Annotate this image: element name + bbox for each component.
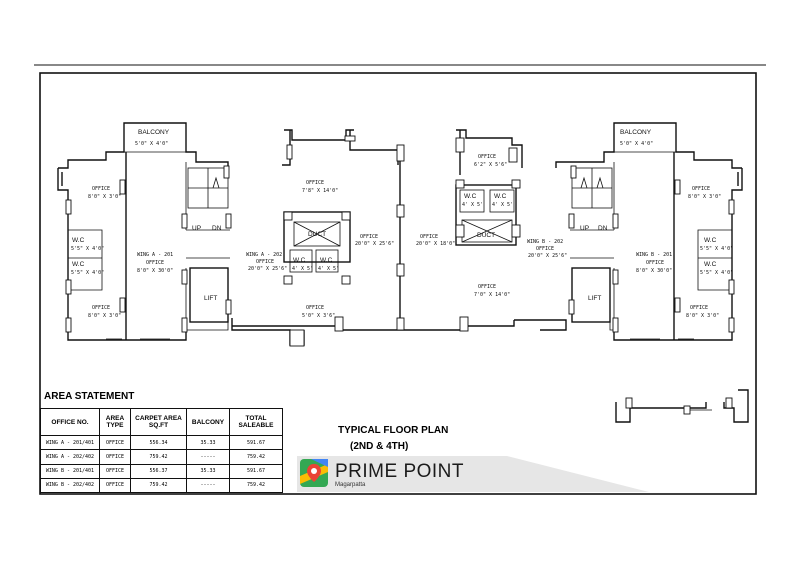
wing-b-202-label: WING B - 202: [527, 239, 563, 245]
svg-text:20'0" X 25'6": 20'0" X 25'6": [528, 253, 567, 259]
table-row: WING A - 202/402 OFFICE 759.42 ----- 759…: [40, 449, 283, 465]
area-statement-title: AREA STATEMENT: [44, 391, 135, 402]
svg-text:8'0" X 3'0": 8'0" X 3'0": [88, 313, 121, 319]
balcony-left-label: BALCONY: [138, 129, 170, 136]
wing-b-201-label: WING B - 201: [636, 252, 672, 258]
svg-text:8'0" X 30'0": 8'0" X 30'0": [636, 268, 672, 274]
svg-text:OFFICE: OFFICE: [420, 234, 438, 240]
lift-right-label: LIFT: [588, 295, 601, 302]
duct-right-label: DUCT: [477, 232, 495, 239]
brand-watermark: PRIME POINT Magarpatta: [297, 456, 649, 492]
svg-text:W.C: W.C: [464, 193, 477, 200]
svg-text:4' X 5': 4' X 5': [492, 202, 513, 208]
table-row: WING B - 201/401 OFFICE 556.37 35.33 591…: [40, 463, 283, 479]
svg-text:W.C: W.C: [494, 193, 507, 200]
svg-text:OFFICE: OFFICE: [306, 180, 324, 186]
wing-a-202-label: WING A - 202: [246, 252, 282, 258]
svg-text:5'5" X 4'0": 5'5" X 4'0": [71, 270, 104, 276]
table-header-row: OFFICE NO. AREA TYPE CARPET AREA SQ.FT B…: [40, 408, 283, 436]
brand-name: PRIME POINT: [335, 461, 465, 482]
map-pin-logo-icon: [300, 459, 328, 487]
svg-text:7'0" X 14'0": 7'0" X 14'0": [474, 292, 510, 298]
svg-text:W.C: W.C: [293, 257, 306, 264]
col-balcony: BALCONY: [186, 408, 230, 436]
col-area-type: AREA TYPE: [99, 408, 131, 436]
wing-b: [514, 122, 743, 341]
table-row: WING B - 202/402 OFFICE 759.42 ----- 759…: [40, 477, 283, 494]
brand-location: Magarpatta: [335, 482, 366, 488]
wing-a-201-label: WING A - 201: [137, 252, 173, 258]
svg-text:OFFICE: OFFICE: [478, 154, 496, 160]
svg-text:OFFICE: OFFICE: [92, 305, 110, 311]
svg-text:5'5" X 4'0": 5'5" X 4'0": [700, 270, 733, 276]
svg-text:7'8" X 14'0": 7'8" X 14'0": [302, 188, 338, 194]
svg-text:4' X 5': 4' X 5': [292, 266, 313, 272]
key-plan: [615, 389, 749, 423]
svg-text:5'0" X 4'0": 5'0" X 4'0": [620, 141, 653, 147]
svg-text:UP: UP: [192, 225, 201, 232]
central-core: [231, 129, 523, 347]
table-row: WING A - 201/401 OFFICE 556.34 35.33 591…: [40, 434, 283, 451]
svg-text:8'0" X 3'0": 8'0" X 3'0": [686, 313, 719, 319]
svg-text:8'0" X 3'0": 8'0" X 3'0": [688, 194, 721, 200]
svg-text:OFFICE: OFFICE: [690, 305, 708, 311]
svg-text:OFFICE: OFFICE: [646, 260, 664, 266]
svg-text:4' X 5': 4' X 5': [462, 202, 483, 208]
lift-left-label: LIFT: [204, 295, 217, 302]
plan-subtitle: (2ND & 4TH): [350, 441, 409, 452]
svg-text:8'0" X 30'0": 8'0" X 30'0": [137, 268, 173, 274]
svg-text:OFFICE: OFFICE: [256, 259, 274, 265]
svg-text:5'0" X 4'0": 5'0" X 4'0": [135, 141, 168, 147]
plan-title-block: TYPICAL FLOOR PLAN (2ND & 4TH): [338, 423, 448, 455]
svg-text:OFFICE: OFFICE: [478, 284, 496, 290]
svg-text:DN: DN: [212, 225, 222, 232]
wc-a2-label: W.C: [72, 261, 85, 268]
area-statement-table: OFFICE NO. AREA TYPE CARPET AREA SQ.FT B…: [40, 408, 283, 494]
svg-text:20'0" X 25'6": 20'0" X 25'6": [355, 241, 394, 247]
col-carpet-area: CARPET AREA SQ.FT: [130, 408, 187, 436]
wc-a1-label: W.C: [72, 237, 85, 244]
svg-text:20'0" X 25'6": 20'0" X 25'6": [248, 266, 287, 272]
balcony-right-label: BALCONY: [620, 129, 652, 136]
room-labels: BALCONY 5'0" X 4'0" BALCONY 5'0" X 4'0" …: [71, 129, 733, 319]
svg-text:6'2" X 5'6": 6'2" X 5'6": [474, 162, 507, 168]
svg-text:W.C: W.C: [320, 257, 333, 264]
svg-text:OFFICE: OFFICE: [92, 186, 110, 192]
brand-strip: [297, 456, 649, 492]
col-office-no: OFFICE NO.: [40, 408, 100, 436]
svg-text:5'5" X 4'0": 5'5" X 4'0": [71, 246, 104, 252]
svg-text:OFFICE: OFFICE: [360, 234, 378, 240]
wc-b2-label: W.C: [704, 261, 717, 268]
svg-text:OFFICE: OFFICE: [692, 186, 710, 192]
svg-text:20'0" X 18'0": 20'0" X 18'0": [416, 241, 455, 247]
svg-text:8'0" X 3'0": 8'0" X 3'0": [88, 194, 121, 200]
sheet-border: [39, 72, 757, 495]
svg-text:UP: UP: [580, 225, 589, 232]
svg-text:OFFICE: OFFICE: [146, 260, 164, 266]
svg-text:OFFICE: OFFICE: [306, 305, 324, 311]
svg-text:5'5" X 4'0": 5'5" X 4'0": [700, 246, 733, 252]
svg-text:4' X 5': 4' X 5': [318, 266, 339, 272]
svg-text:5'0" X 3'6": 5'0" X 3'6": [302, 313, 335, 319]
wing-a: [57, 122, 232, 341]
plan-title: TYPICAL FLOOR PLAN: [338, 425, 449, 436]
svg-text:OFFICE: OFFICE: [536, 246, 554, 252]
col-total-saleable: TOTAL SALEABLE: [229, 408, 283, 436]
svg-text:DN: DN: [598, 225, 608, 232]
duct-left-label: DUCT: [308, 231, 326, 238]
wc-b1-label: W.C: [704, 237, 717, 244]
